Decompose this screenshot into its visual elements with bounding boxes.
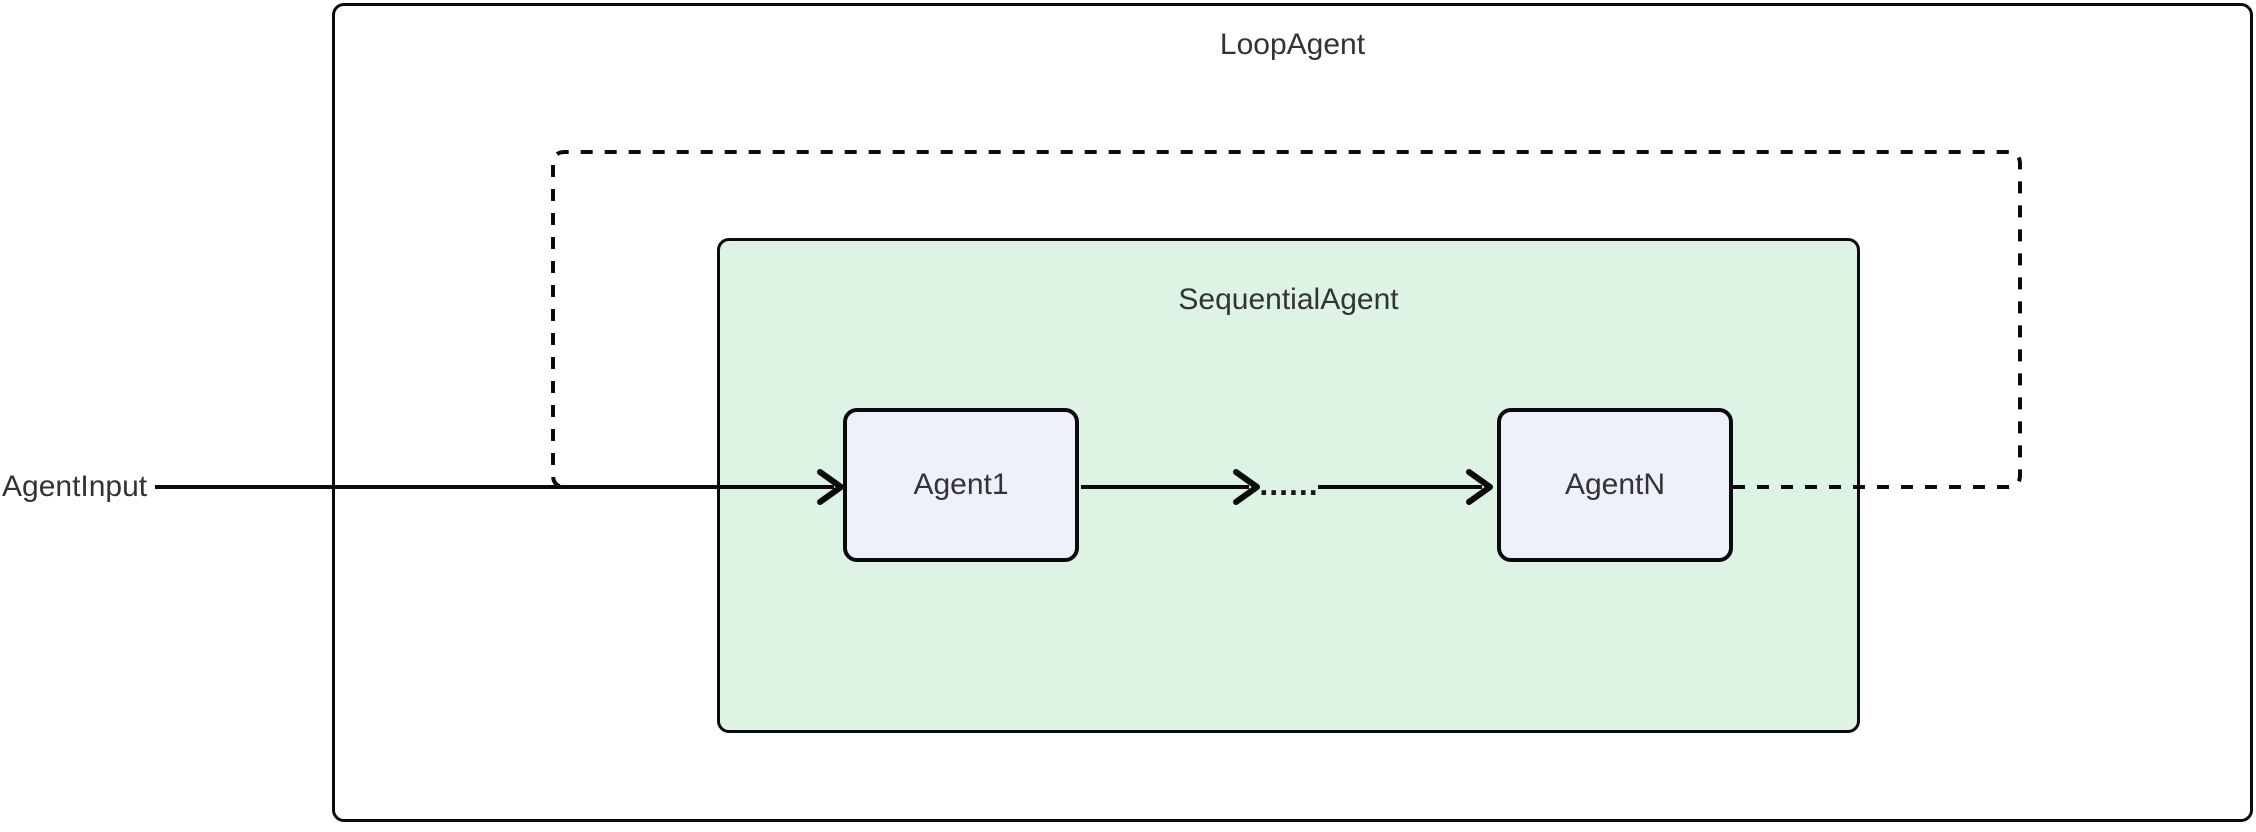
node-agentn: AgentN [1497,408,1733,562]
node-agent1-label: Agent1 [913,468,1009,501]
agent-input-label: AgentInput [2,470,148,503]
node-agent1: Agent1 [843,408,1079,562]
node-agentn-label: AgentN [1564,468,1666,501]
ellipsis-label: ...... [1259,465,1319,502]
sequential-agent-label: SequentialAgent [1178,283,1399,316]
loop-agent-label: LoopAgent [1219,28,1366,61]
